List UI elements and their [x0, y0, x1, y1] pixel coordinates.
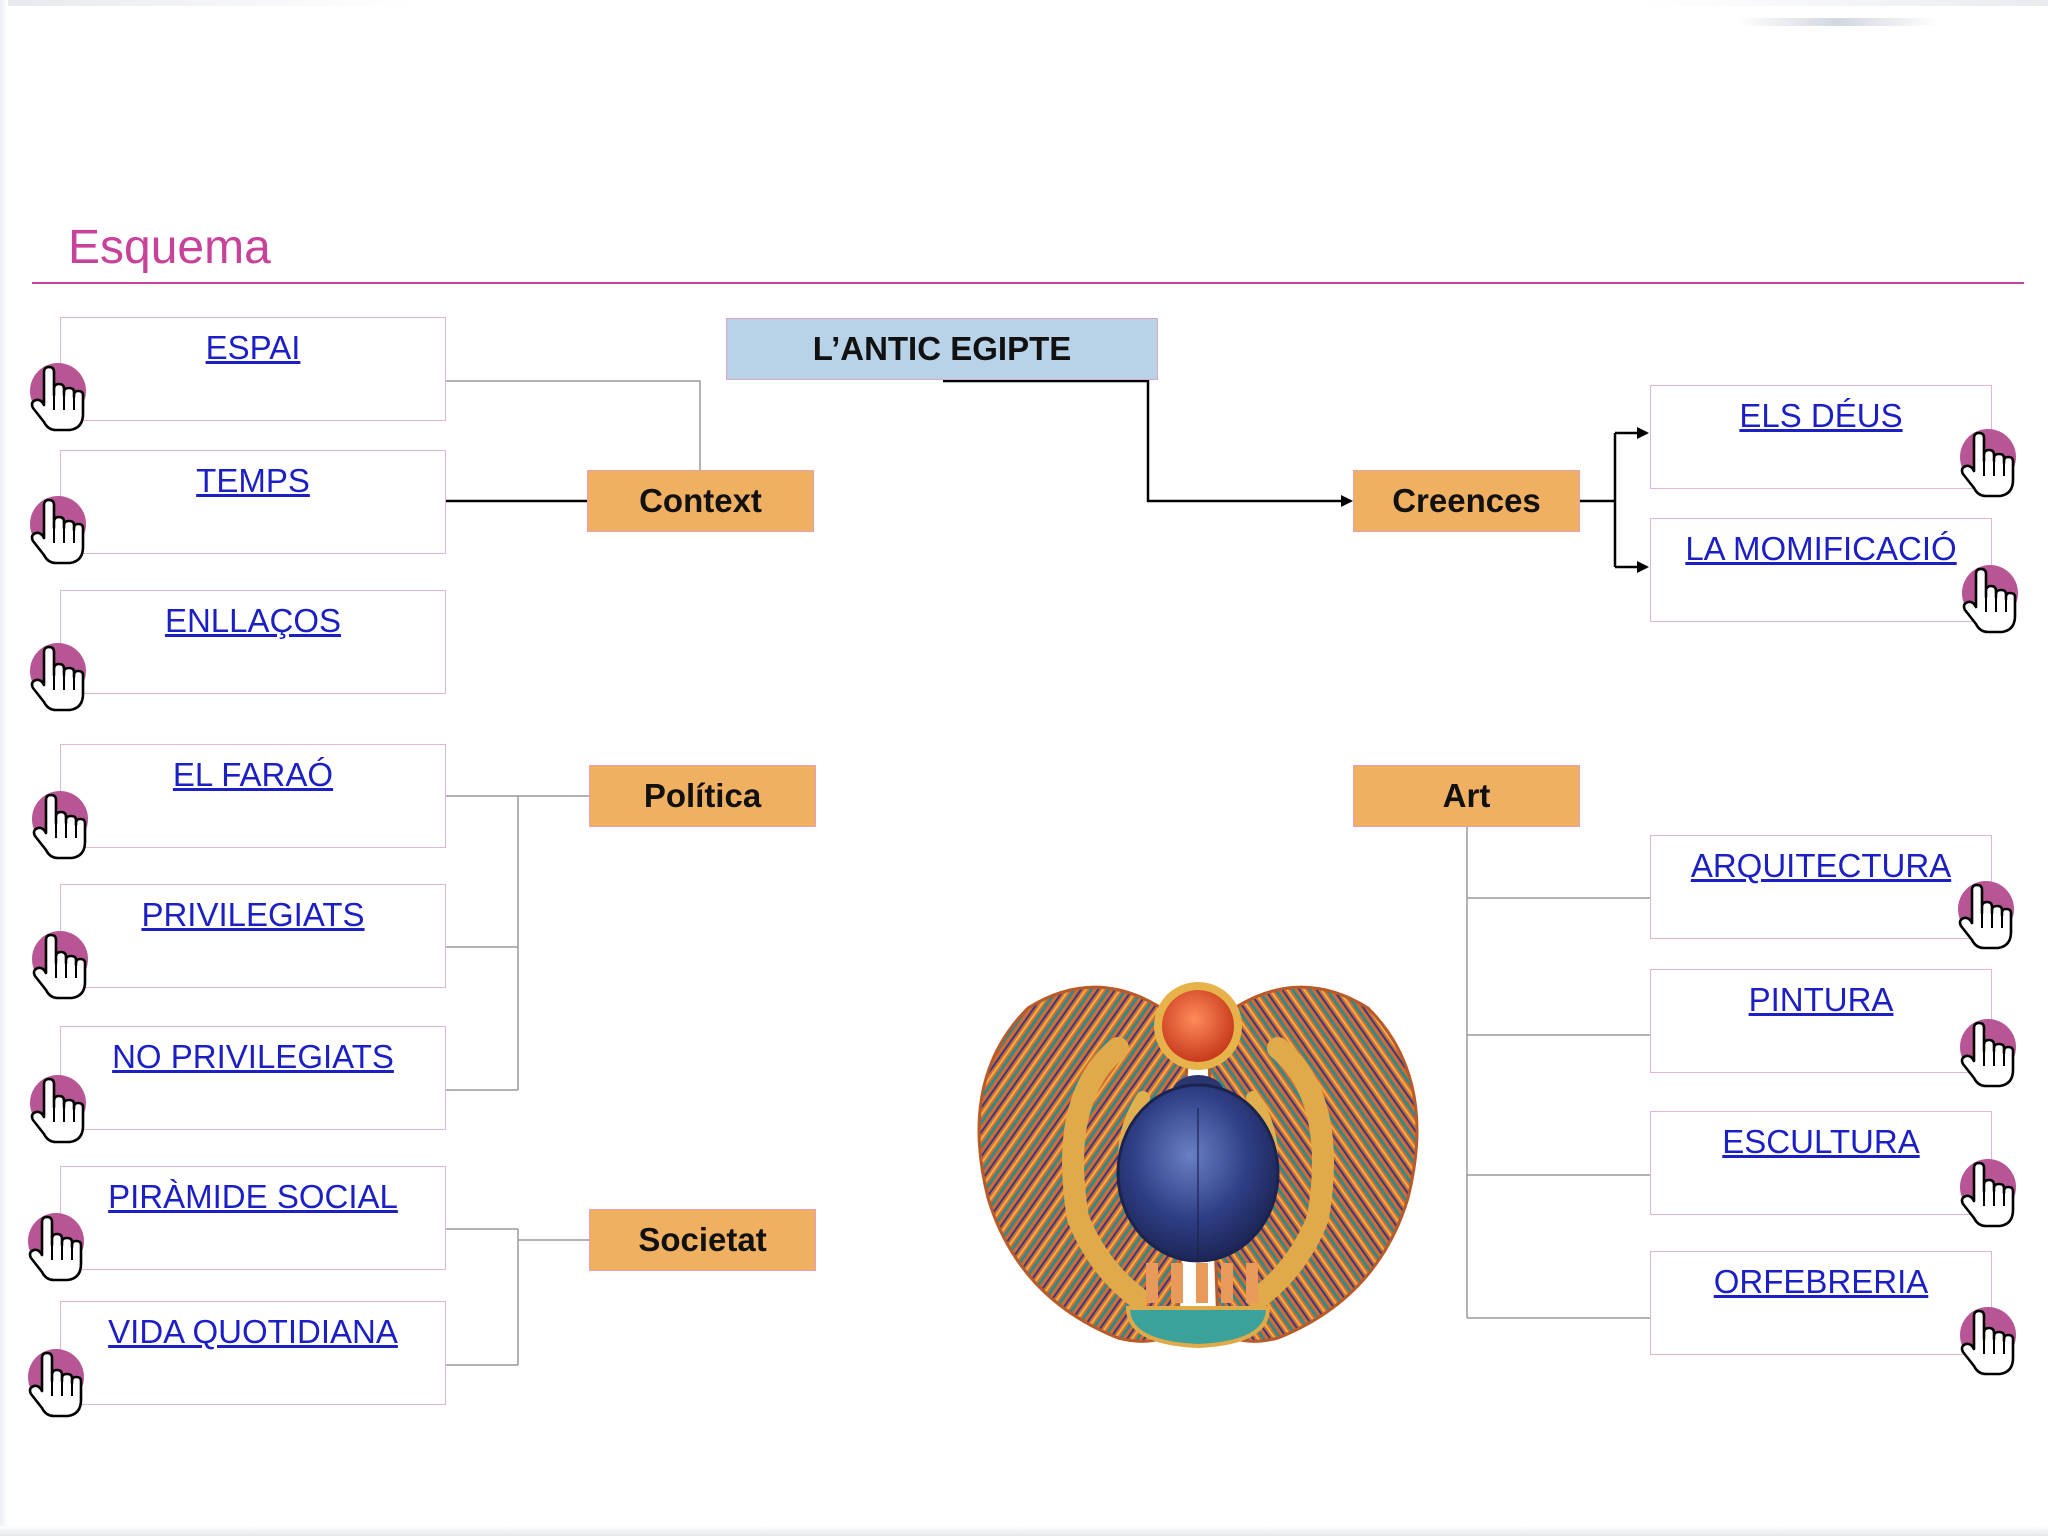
- link-la-momificacio[interactable]: LA MOMIFICACIÓ: [1685, 530, 1957, 567]
- link-privilegiats[interactable]: PRIVILEGIATS: [141, 896, 365, 933]
- link-box-vida-quotidiana: VIDA QUOTIDIANA: [60, 1301, 446, 1405]
- pointing-hand-icon[interactable]: [28, 642, 92, 714]
- link-els-deus[interactable]: ELS DÉUS: [1739, 397, 1903, 434]
- pointing-hand-icon[interactable]: [30, 790, 94, 862]
- connector-espai-context: [446, 380, 701, 470]
- link-box-enllacos: ENLLAÇOS: [60, 590, 446, 694]
- pointing-hand-icon[interactable]: [26, 1212, 90, 1284]
- link-box-piramide-social: PIRÀMIDE SOCIAL: [60, 1166, 446, 1270]
- category-societat: Societat: [589, 1209, 816, 1271]
- pointing-hand-icon[interactable]: [1958, 428, 2022, 500]
- link-box-no-privilegiats: NO PRIVILEGIATS: [60, 1026, 446, 1130]
- link-enllacos[interactable]: ENLLAÇOS: [164, 602, 342, 639]
- link-farao[interactable]: EL FARAÓ: [172, 756, 334, 793]
- pointing-hand-icon[interactable]: [28, 495, 92, 567]
- pointing-hand-icon[interactable]: [1958, 1306, 2022, 1378]
- pointing-hand-icon[interactable]: [1958, 1158, 2022, 1230]
- pointing-hand-icon[interactable]: [1956, 880, 2020, 952]
- link-espai[interactable]: ESPAI: [205, 329, 301, 366]
- link-temps[interactable]: TEMPS: [196, 462, 310, 499]
- link-box-orfebreria: ORFEBRERIA: [1650, 1251, 1992, 1355]
- page-title: Esquema: [68, 221, 271, 274]
- link-vida-quotidiana[interactable]: VIDA QUOTIDIANA: [108, 1313, 398, 1350]
- link-box-farao: EL FARAÓ: [60, 744, 446, 848]
- link-box-espai: ESPAI: [60, 317, 446, 421]
- link-box-els-deus: ELS DÉUS: [1650, 385, 1992, 489]
- pointing-hand-icon[interactable]: [30, 930, 94, 1002]
- connector-root-creences: [943, 379, 1353, 507]
- category-art: Art: [1353, 765, 1580, 827]
- pointing-hand-icon[interactable]: [28, 1074, 92, 1146]
- scan-smudge: [1738, 18, 1938, 26]
- title-rule: [32, 282, 2024, 284]
- link-box-la-momificacio: LA MOMIFICACIÓ: [1650, 518, 1992, 622]
- scarab-pectoral-image: [977, 982, 1419, 1349]
- category-creences: Creences: [1353, 470, 1580, 532]
- link-box-escultura: ESCULTURA: [1650, 1111, 1992, 1215]
- link-box-arquitectura: ARQUITECTURA: [1650, 835, 1992, 939]
- pointing-hand-icon[interactable]: [1958, 1018, 2022, 1090]
- page-edge-top: [0, 0, 2048, 6]
- category-politica: Política: [589, 765, 816, 827]
- root-node: L’ANTIC EGIPTE: [726, 318, 1158, 380]
- link-box-privilegiats: PRIVILEGIATS: [60, 884, 446, 988]
- link-pintura[interactable]: PINTURA: [1748, 981, 1894, 1018]
- category-context: Context: [587, 470, 814, 532]
- link-escultura[interactable]: ESCULTURA: [1722, 1123, 1920, 1160]
- pointing-hand-icon[interactable]: [1960, 564, 2024, 636]
- link-orfebreria[interactable]: ORFEBRERIA: [1713, 1263, 1929, 1300]
- link-no-privilegiats[interactable]: NO PRIVILEGIATS: [112, 1038, 394, 1075]
- pointing-hand-icon[interactable]: [28, 362, 92, 434]
- pointing-hand-icon[interactable]: [26, 1348, 90, 1420]
- page-edge-bottom: [0, 1526, 2048, 1536]
- link-box-pintura: PINTURA: [1650, 969, 1992, 1073]
- link-box-temps: TEMPS: [60, 450, 446, 554]
- page-edge-left: [0, 0, 8, 1536]
- link-arquitectura[interactable]: ARQUITECTURA: [1690, 847, 1952, 884]
- link-piramide-social[interactable]: PIRÀMIDE SOCIAL: [108, 1178, 398, 1215]
